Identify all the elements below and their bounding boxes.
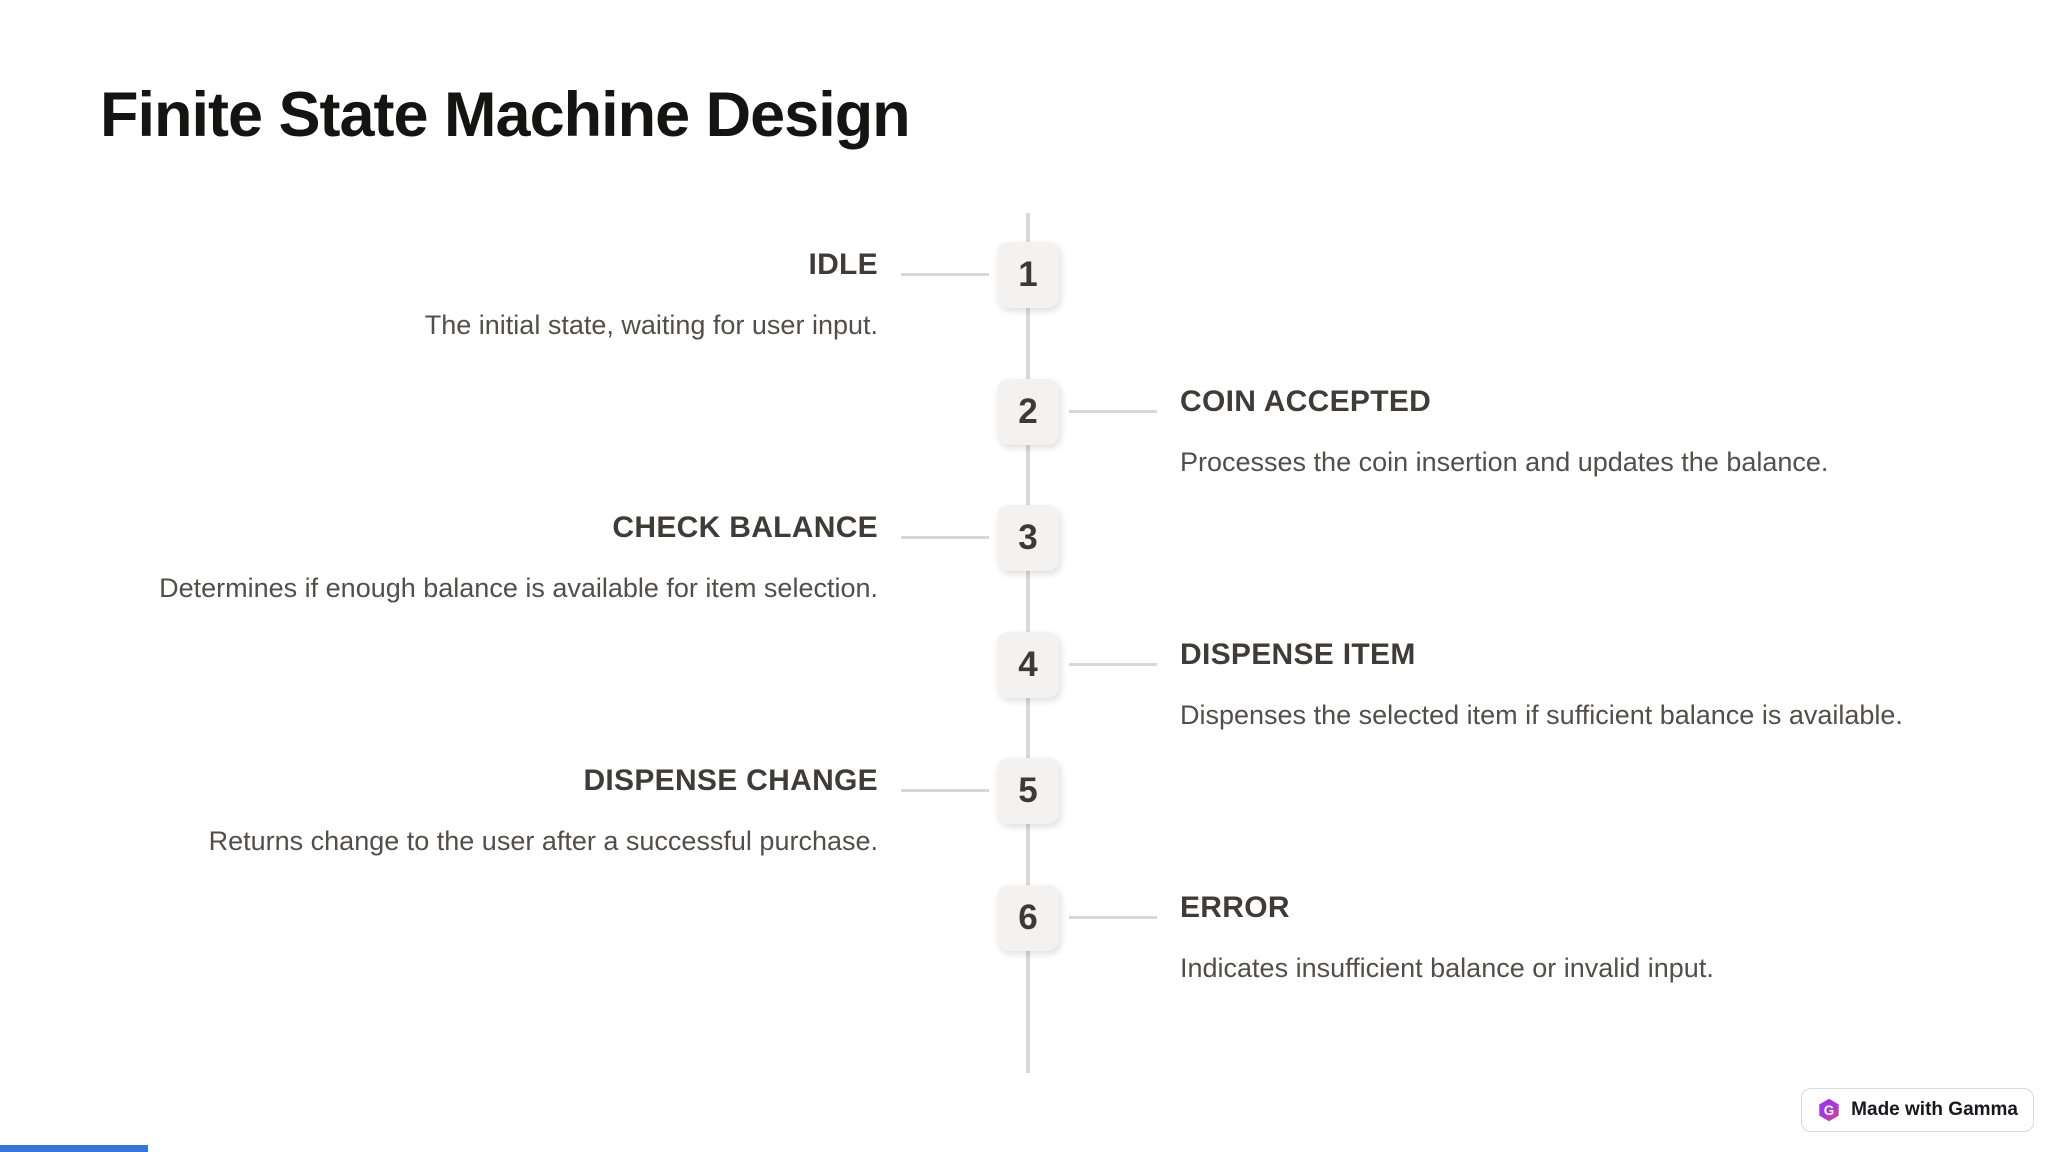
state-title: CHECK BALANCE	[612, 511, 878, 544]
timeline-node-4: 4	[997, 632, 1059, 698]
timeline-text-block: CHECK BALANCE Determines if enough balan…	[0, 511, 878, 605]
timeline-connector	[901, 273, 989, 276]
timeline-node-6: 6	[997, 885, 1059, 951]
state-description: Indicates insufficient balance or invali…	[1180, 953, 1714, 983]
progress-bar	[0, 1145, 148, 1152]
timeline-text-block: IDLE The initial state, waiting for user…	[0, 248, 878, 342]
gamma-badge-label: Made with Gamma	[1851, 1099, 2018, 1120]
state-title: IDLE	[808, 248, 878, 281]
state-description: Determines if enough balance is availabl…	[159, 573, 878, 603]
timeline-text-block: ERROR Indicates insufficient balance or …	[1180, 891, 2048, 985]
timeline-connector	[1069, 663, 1157, 666]
timeline-connector	[1069, 916, 1157, 919]
state-title: ERROR	[1180, 891, 1290, 924]
timeline-text-block: DISPENSE ITEM Dispenses the selected ite…	[1180, 638, 2048, 732]
page-title: Finite State Machine Design	[100, 80, 911, 150]
state-description: Dispenses the selected item if sufficien…	[1180, 700, 1903, 730]
gamma-logo-icon: G	[1819, 1098, 1839, 1122]
state-description: Processes the coin insertion and updates…	[1180, 447, 1829, 477]
made-with-gamma-badge[interactable]: G Made with Gamma	[1801, 1088, 2034, 1132]
timeline-connector	[901, 789, 989, 792]
timeline-node-5: 5	[997, 758, 1059, 824]
svg-text:G: G	[1824, 1103, 1835, 1118]
state-title: DISPENSE ITEM	[1180, 638, 1416, 671]
state-title: DISPENSE CHANGE	[583, 764, 878, 797]
timeline-connector	[1069, 410, 1157, 413]
timeline-text-block: DISPENSE CHANGE Returns change to the us…	[0, 764, 878, 858]
state-description: Returns change to the user after a succe…	[208, 826, 878, 856]
timeline-node-1: 1	[997, 242, 1059, 308]
timeline-connector	[901, 536, 989, 539]
state-description: The initial state, waiting for user inpu…	[424, 310, 878, 340]
timeline-node-3: 3	[997, 505, 1059, 571]
state-title: COIN ACCEPTED	[1180, 385, 1432, 418]
timeline-text-block: COIN ACCEPTED Processes the coin inserti…	[1180, 385, 2048, 479]
timeline-node-2: 2	[997, 379, 1059, 445]
